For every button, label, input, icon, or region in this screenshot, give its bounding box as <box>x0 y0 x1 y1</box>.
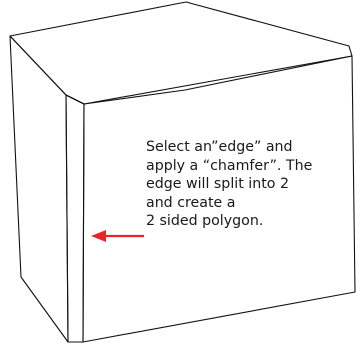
cube-front-face <box>82 55 356 343</box>
annotation-line-3: edge will split into 2 <box>146 176 289 193</box>
cube-left-face <box>9 35 69 343</box>
pointer-arrow <box>91 230 144 242</box>
chamfer-top-edge <box>65 94 85 105</box>
annotation-line-1: Select an”edge” and <box>146 139 293 155</box>
cube-top-face <box>9 1 353 105</box>
annotation-line-4: and create a <box>146 194 236 211</box>
annotation-line-5: 2 sided polygon. <box>146 213 264 230</box>
chamfer-strip <box>65 94 85 343</box>
annotation-line-2: apply a “chamfer”. The <box>146 157 313 174</box>
annotation-text: Select an”edge” and apply a “chamfer”. T… <box>146 138 352 231</box>
